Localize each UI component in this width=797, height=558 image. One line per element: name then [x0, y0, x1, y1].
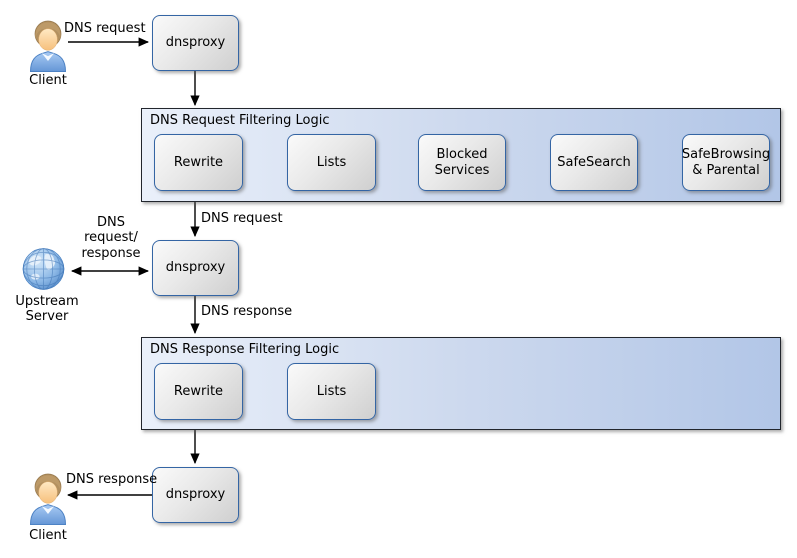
client-top-label: Client — [29, 73, 67, 88]
request-filtering-container: DNS Request Filtering Logic Rewrite List… — [141, 108, 781, 202]
upstream-server-icon — [22, 248, 65, 290]
dnsproxy-bottom-node: dnsproxy — [152, 467, 239, 523]
dnsproxy-mid-node: dnsproxy — [152, 240, 239, 296]
request-filtering-title: DNS Request Filtering Logic — [150, 113, 330, 128]
label-upstream-exchange: DNS request/ response — [81, 215, 141, 261]
client-bottom-label: Client — [29, 528, 67, 543]
step-lists-response: Lists — [287, 363, 376, 420]
response-filtering-container: DNS Response Filtering Logic Rewrite Lis… — [141, 337, 781, 430]
label-dns-response: DNS response — [201, 304, 293, 319]
step-blocked-services: Blocked Services — [418, 134, 506, 191]
step-safesearch: SafeSearch — [550, 134, 638, 191]
step-rewrite-request: Rewrite — [154, 134, 243, 191]
upstream-server-label: Upstream Server — [15, 294, 79, 325]
dnsproxy-top-node: dnsproxy — [152, 15, 239, 71]
client-icon — [29, 20, 67, 72]
step-rewrite-response: Rewrite — [154, 363, 243, 420]
response-filtering-title: DNS Response Filtering Logic — [150, 342, 340, 357]
step-safebrowsing-parental: SafeBrowsing & Parental — [682, 134, 770, 191]
step-lists-request: Lists — [287, 134, 376, 191]
label-client-request: DNS request — [64, 21, 146, 36]
label-filtered-request: DNS request — [201, 211, 283, 226]
label-client-response: DNS response — [66, 472, 158, 487]
client-icon-bottom — [29, 473, 67, 525]
